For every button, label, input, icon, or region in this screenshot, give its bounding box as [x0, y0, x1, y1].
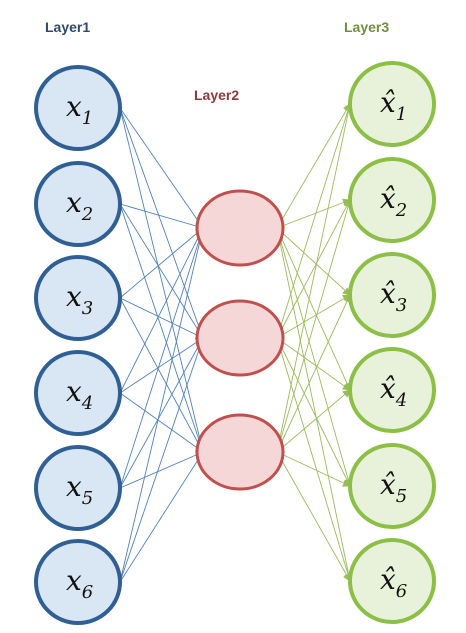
output-node-label-3: x̂3 [380, 277, 407, 316]
output-node-label-4: x̂4 [380, 372, 407, 411]
output-node-label-sub-3: 3 [396, 295, 407, 316]
input-node-label-1: x1 [66, 90, 93, 129]
output-node-label-sub-5: 5 [396, 486, 407, 507]
input-node-label-4: x4 [66, 375, 93, 414]
edge-input-1-to-hidden-2 [119, 107, 205, 339]
input-node-label-sub-1: 1 [82, 108, 93, 129]
input-node-5 [34, 445, 122, 531]
output-node-label-base-1: x̂ [380, 86, 396, 119]
output-node-label-base-2: x̂ [380, 182, 396, 215]
output-node-label-6: x̂6 [380, 563, 407, 602]
edge-hidden-1-to-output-1 [276, 103, 351, 229]
output-node-4 [348, 347, 436, 433]
output-node-1 [348, 61, 436, 147]
input-node-label-base-1: x [66, 90, 82, 123]
edge-input-5-to-hidden-3 [119, 451, 204, 489]
edge-input-3-to-hidden-3 [119, 297, 204, 453]
edge-input-4-to-hidden-3 [119, 392, 204, 453]
input-node-label-2: x2 [66, 186, 93, 225]
layer2-title: Layer2 [194, 87, 240, 103]
input-node-4 [34, 350, 122, 436]
edge-hidden-1-to-output-4 [276, 227, 351, 391]
hidden-node-3 [195, 413, 285, 491]
output-node-label-5: x̂5 [380, 468, 407, 507]
edge-input-4-to-hidden-2 [119, 337, 204, 394]
edge-hidden-3-to-output-2 [276, 199, 352, 453]
edge-input-6-to-hidden-3 [119, 451, 204, 583]
output-node-label-base-5: x̂ [380, 468, 396, 501]
output-node-label-sub-4: 4 [395, 390, 407, 411]
edge-input-2-to-hidden-1 [119, 203, 204, 230]
output-node-label-base-6: x̂ [380, 563, 396, 596]
output-node-label-base-4: x̂ [380, 372, 396, 405]
input-node-label-6: x6 [66, 564, 93, 603]
edge-hidden-2-to-output-6 [276, 337, 352, 582]
layer3-nodes: x̂1x̂2x̂3x̂4x̂5x̂6 [348, 61, 436, 624]
input-node-label-sub-2: 2 [81, 204, 93, 225]
edge-input-3-to-hidden-2 [119, 297, 204, 339]
input-node-label-sub-6: 6 [82, 582, 93, 603]
edge-hidden-3-to-output-1 [276, 103, 353, 453]
edge-hidden-1-to-output-3 [276, 227, 351, 296]
edge-input-4-to-hidden-1 [119, 227, 204, 394]
edge-hidden-2-to-output-2 [276, 199, 351, 339]
input-node-label-base-2: x [66, 186, 82, 219]
hidden-node-1 [195, 189, 285, 267]
edge-hidden-2-to-output-1 [276, 103, 352, 339]
input-node-label-base-3: x [66, 280, 82, 313]
edge-hidden-1-to-output-6 [276, 227, 353, 582]
edge-hidden-1-to-output-5 [276, 227, 352, 487]
output-node-label-base-3: x̂ [380, 277, 396, 310]
edges-layer2-to-layer3 [276, 103, 353, 582]
output-node-label-2: x̂2 [380, 182, 407, 221]
edges-layer1-to-layer2 [119, 107, 206, 583]
input-node-label-3: x3 [66, 280, 93, 319]
input-node-label-base-6: x [66, 564, 82, 597]
edge-hidden-2-to-output-5 [276, 337, 351, 487]
edge-hidden-2-to-output-3 [276, 294, 351, 339]
edge-hidden-2-to-output-4 [276, 337, 351, 391]
edge-input-1-to-hidden-1 [119, 107, 204, 229]
edge-input-5-to-hidden-2 [119, 337, 204, 489]
edge-hidden-3-to-output-6 [276, 451, 351, 582]
output-node-5 [348, 443, 436, 529]
output-node-label-sub-6: 6 [396, 581, 407, 602]
input-node-3 [34, 255, 122, 341]
edge-input-3-to-hidden-1 [119, 227, 204, 299]
input-node-1 [34, 65, 122, 151]
input-node-label-5: x5 [66, 470, 93, 509]
hidden-node-2 [195, 299, 285, 377]
edge-input-6-to-hidden-2 [119, 337, 205, 583]
input-node-6 [34, 539, 122, 625]
edge-input-6-to-hidden-1 [119, 227, 206, 583]
edge-input-2-to-hidden-2 [119, 203, 204, 339]
layer1-title: Layer1 [45, 19, 91, 35]
edge-hidden-3-to-output-5 [276, 451, 351, 487]
output-node-label-sub-2: 2 [395, 200, 407, 221]
input-node-label-sub-3: 3 [82, 298, 93, 319]
edge-input-2-to-hidden-3 [119, 203, 205, 453]
layer2-nodes [195, 189, 285, 491]
edge-hidden-3-to-output-3 [276, 294, 351, 453]
output-node-3 [348, 252, 436, 338]
edge-input-5-to-hidden-1 [119, 227, 205, 489]
output-node-label-sub-1: 1 [396, 104, 407, 125]
output-node-6 [348, 538, 436, 624]
input-node-label-base-4: x [66, 375, 82, 408]
edge-hidden-1-to-output-2 [276, 198, 351, 229]
input-node-label-base-5: x [66, 470, 82, 503]
layer3-title: Layer3 [344, 19, 390, 35]
input-node-label-sub-4: 4 [81, 393, 93, 414]
edge-hidden-3-to-output-4 [276, 389, 351, 453]
input-node-2 [34, 161, 122, 247]
input-node-label-sub-5: 5 [82, 488, 93, 509]
output-node-label-1: x̂1 [380, 86, 407, 125]
output-node-2 [348, 157, 436, 243]
edge-input-1-to-hidden-3 [119, 107, 206, 453]
